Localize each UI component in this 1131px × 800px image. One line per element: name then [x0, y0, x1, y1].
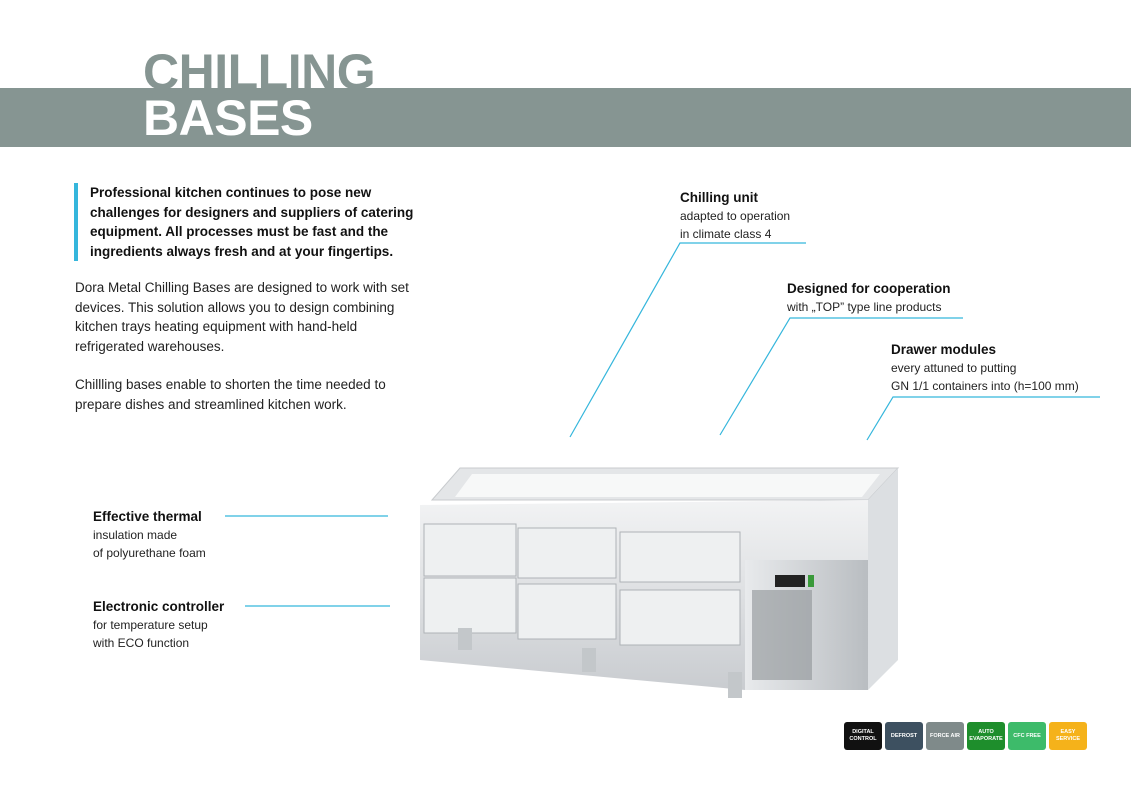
feature-title: Designed for cooperation — [787, 281, 951, 296]
feature-cooperation: Designed for cooperation with „TOP” type… — [787, 279, 951, 316]
feature-title: Drawer modules — [891, 342, 997, 357]
badge-defrost: DEFROST — [885, 722, 923, 750]
feature-text: GN 1/1 containers into (h=100 mm) — [891, 379, 1079, 393]
feature-title: Chilling unit — [680, 190, 758, 205]
title-band — [0, 88, 1131, 147]
feature-text: in climate class 4 — [680, 227, 772, 241]
body-paragraph: Dora Metal Chilling Bases are designed t… — [75, 280, 409, 354]
feature-text: adapted to operation — [680, 209, 791, 223]
feature-badges: DIGITAL CONTROL DEFROST FORCE AIR AUTO E… — [844, 722, 1087, 750]
feature-chilling-unit: Chilling unit adapted to operation in cl… — [680, 188, 790, 243]
feature-title: Effective thermal — [93, 509, 202, 524]
body-paragraph: Chillling bases enable to shorten the ti… — [75, 377, 386, 412]
badge-auto-evaporate: AUTO EVAPORATE — [967, 722, 1005, 750]
feature-title: Electronic controller — [93, 599, 225, 614]
feature-drawer-modules: Drawer modules every attuned to putting … — [891, 340, 1079, 395]
feature-text: insulation made — [93, 528, 178, 542]
title-line-2: BASES — [143, 90, 313, 146]
badge-easy-service: EASY SERVICE — [1049, 722, 1087, 750]
feature-thermal: Effective thermal insulation made of pol… — [93, 507, 206, 562]
lead-paragraph: Professional kitchen continues to pose n… — [74, 183, 435, 261]
title-line-1: CHILLING — [143, 44, 376, 100]
feature-text: with ECO function — [93, 636, 190, 650]
feature-text: for temperature setup — [93, 618, 208, 632]
feature-text: every attuned to putting — [891, 361, 1017, 375]
badge-cfc-free: CFC FREE — [1008, 722, 1046, 750]
feature-text: with „TOP” type line products — [787, 300, 942, 314]
feature-text: of polyurethane foam — [93, 546, 206, 560]
feature-controller: Electronic controller for temperature se… — [93, 597, 224, 652]
badge-digital-control: DIGITAL CONTROL — [844, 722, 882, 750]
badge-force-air: FORCE AIR — [926, 722, 964, 750]
